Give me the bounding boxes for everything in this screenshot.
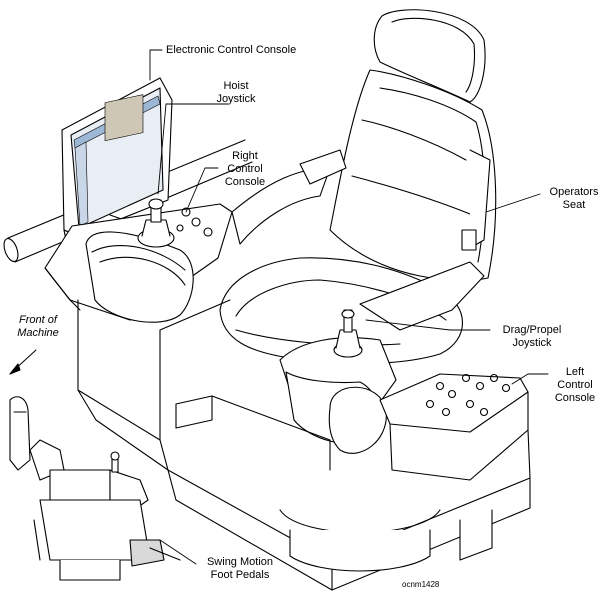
label-operators-seat: Operators Seat bbox=[544, 186, 604, 212]
label-right-line1: Right bbox=[232, 150, 258, 162]
leader-lines bbox=[149, 49, 549, 565]
label-drag-line1: Drag/Propel bbox=[502, 324, 562, 336]
label-swing-line1: Swing Motion bbox=[206, 556, 274, 568]
label-electronic-control-console: Electronic Control Console bbox=[166, 44, 297, 56]
monitor bbox=[61, 77, 173, 247]
label-left-control-console: Left Control Console bbox=[550, 366, 600, 405]
label-seat-line1: Operators bbox=[549, 186, 599, 198]
label-hoist-line1: Hoist bbox=[223, 80, 249, 92]
label-left-line3: Console bbox=[554, 392, 596, 404]
label-left-line1: Left bbox=[565, 366, 585, 378]
right-control-console bbox=[44, 167, 331, 323]
inset-view bbox=[9, 396, 181, 581]
label-front-line2: Machine bbox=[17, 327, 59, 339]
label-seat-line2: Seat bbox=[562, 199, 586, 211]
label-swing-line2: Foot Pedals bbox=[210, 569, 270, 581]
machine-base bbox=[77, 299, 531, 591]
label-hoist-line2: Joystick bbox=[216, 93, 256, 105]
operators-seat bbox=[219, 9, 497, 365]
front-arrow bbox=[9, 349, 37, 375]
label-right-line3: Console bbox=[224, 176, 266, 188]
label-front-of-machine: Front of Machine bbox=[8, 314, 68, 340]
label-left-line2: Control bbox=[557, 379, 593, 391]
label-swing-motion-foot-pedals: Swing Motion Foot Pedals bbox=[198, 556, 282, 582]
label-right-control-console: Right Control Console bbox=[218, 150, 272, 189]
drawing-code: ocnm1428 bbox=[402, 580, 440, 589]
left-control-console bbox=[279, 309, 529, 481]
label-hoist-joystick: Hoist Joystick bbox=[216, 80, 256, 106]
label-drag-line2: Joystick bbox=[512, 337, 552, 349]
label-drag-propel-joystick: Drag/Propel Joystick bbox=[494, 324, 570, 350]
label-front-line1: Front of bbox=[19, 314, 57, 326]
label-right-line2: Control bbox=[227, 163, 263, 175]
